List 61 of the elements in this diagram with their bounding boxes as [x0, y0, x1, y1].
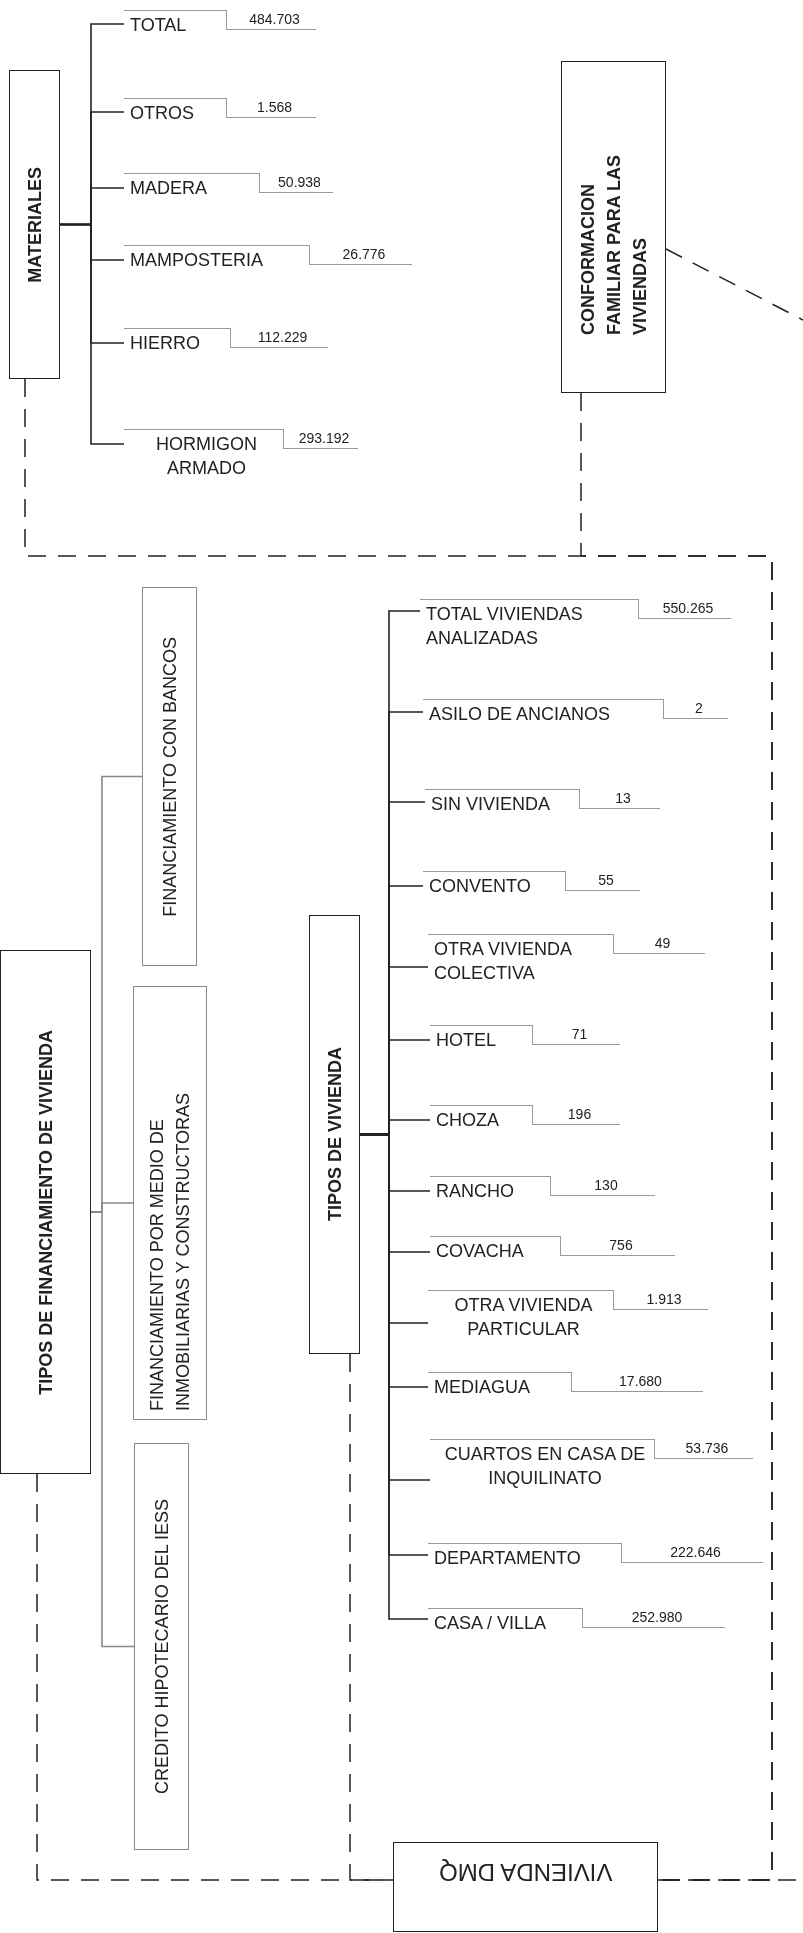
central-label: VIVIENDA DMQ [438, 1858, 613, 1888]
item-label: MAMPOSTERIA [124, 245, 309, 272]
item-label: TOTAL [124, 10, 226, 37]
value-label: 2 [663, 699, 728, 719]
category-label: TIPOS DE FINANCIAMIENTO DE VIVIENDA [34, 1029, 57, 1395]
value-label: 550.265 [638, 599, 731, 619]
value-label: 49 [613, 934, 705, 954]
value-label: 252.980 [582, 1608, 725, 1628]
item-label: RANCHO [430, 1176, 550, 1203]
item-label: HIERRO [124, 328, 230, 355]
value-label: 1.568 [226, 98, 316, 118]
category-box [134, 1443, 189, 1850]
category-label: FINANCIAMIENTO CON BANCOS [158, 636, 181, 917]
item-label: SIN VIVIENDA [425, 789, 579, 816]
value-label: 293.192 [283, 429, 358, 449]
value-label: 196 [532, 1105, 620, 1125]
value-label: 17.680 [571, 1372, 703, 1392]
item-label: OTRA VIVIENDA PARTICULAR [428, 1290, 613, 1341]
value-label: 222.646 [621, 1543, 763, 1563]
tree-connector [90, 1211, 135, 1648]
category-box [142, 587, 197, 966]
item-label: CASA / VILLA [428, 1608, 582, 1635]
category-box [133, 986, 207, 1420]
dashed-connector [580, 392, 773, 1881]
category-label: MATERIALES [23, 166, 46, 283]
category-box [9, 70, 60, 379]
item-label: TOTAL VIVIENDAS ANALIZADAS [420, 599, 638, 650]
value-label: 130 [550, 1176, 655, 1196]
item-label: OTROS [124, 98, 226, 125]
item-label: CHOZA [430, 1105, 532, 1132]
dashed-connector [665, 248, 803, 321]
item-label: DEPARTAMENTO [428, 1543, 621, 1570]
item-label: COVACHA [430, 1236, 560, 1263]
value-label: 26.776 [309, 245, 412, 265]
category-label: TIPOS DE VIVIENDA [323, 1047, 346, 1222]
value-label: 71 [532, 1025, 620, 1045]
value-label: 112.229 [230, 328, 328, 348]
item-label: ASILO DE ANCIANOS [423, 699, 663, 726]
item-label: MADERA [124, 173, 259, 200]
value-label: 53.736 [654, 1439, 753, 1459]
category-label: CONFORMACION FAMILIAR PARA LAS VIVIENDAS [576, 153, 651, 335]
category-box [0, 950, 91, 1474]
dashed-connector [36, 1473, 394, 1881]
item-label: CUARTOS EN CASA DE INQUILINATO [430, 1439, 654, 1490]
category-box [309, 915, 360, 1354]
value-label: 50.938 [259, 173, 333, 193]
category-label: FINANCIAMIENTO POR MEDIO DE INMOBILIARIAS Y CONSTRUCTORAS [146, 1091, 194, 1411]
tree-connector [59, 223, 125, 445]
value-label: 13 [579, 789, 660, 809]
value-label: 756 [560, 1236, 675, 1256]
category-box [561, 61, 666, 393]
item-label: CONVENTO [423, 871, 565, 898]
item-label: HOTEL [430, 1025, 532, 1052]
value-label: 484.703 [226, 10, 316, 30]
central-box [393, 1842, 658, 1932]
item-label: MEDIAGUA [428, 1372, 571, 1399]
item-label: HORMIGON ARMADO [124, 429, 283, 480]
item-label: OTRA VIVIENDA COLECTIVA [428, 934, 613, 985]
value-label: 1.913 [613, 1290, 708, 1310]
category-label: CREDITO HIPOTECARIO DEL IESS [150, 1498, 173, 1795]
value-label: 55 [565, 871, 640, 891]
